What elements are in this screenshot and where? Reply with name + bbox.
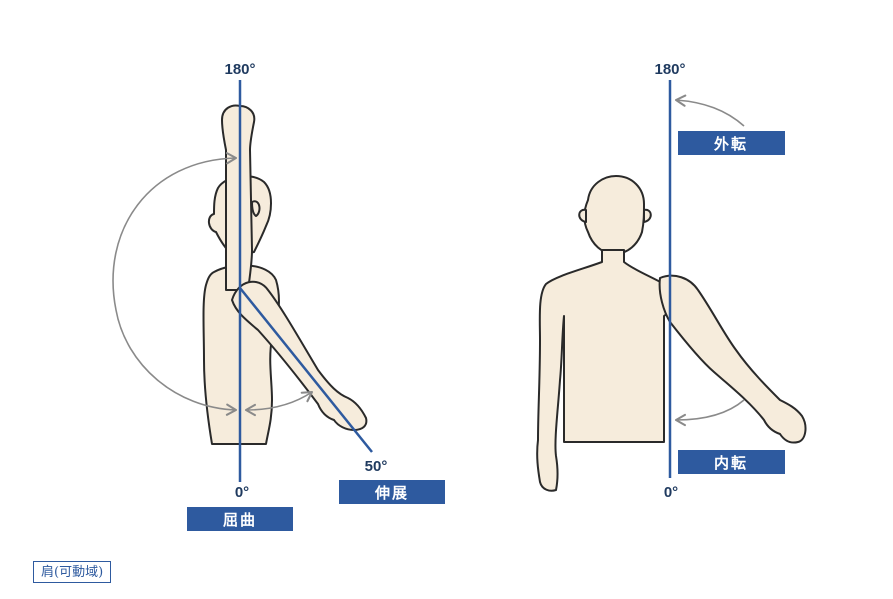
front-abducted-arm: [658, 274, 807, 444]
flexion-label: 屈曲: [223, 511, 257, 529]
caption-box: 肩(可動域): [33, 561, 112, 583]
abduction-label: 外転: [713, 135, 748, 153]
side-ear: [251, 200, 261, 217]
flexion-label-box: [187, 507, 293, 531]
adduction-arc: [674, 399, 745, 427]
front-torso: [536, 249, 670, 492]
front-ear-right: [643, 208, 652, 223]
front-head: [583, 175, 645, 255]
front-angle-bottom: 0°: [664, 484, 678, 501]
abduction-arc: [674, 94, 745, 127]
adduction-label: 内転: [714, 454, 748, 472]
extension-label-box: [339, 480, 445, 504]
side-view-figure: 180° 0° 50° 屈曲 伸展: [112, 61, 445, 531]
front-angle-top: 180°: [654, 61, 685, 78]
extension-arc: [244, 390, 314, 417]
side-raised-arm: [221, 104, 256, 291]
flexion-arc: [112, 152, 238, 416]
side-angle-bottom: 0°: [235, 484, 249, 501]
abduction-label-box: [678, 131, 785, 155]
side-extension-axis: [239, 287, 373, 453]
adduction-label-box: [678, 450, 785, 474]
extension-label: 伸展: [374, 484, 409, 502]
front-view-figure: 180° 0° 外転 内転: [536, 61, 807, 501]
side-angle-extension: 50°: [365, 458, 388, 475]
side-angle-top: 180°: [224, 61, 255, 78]
front-ear-left: [578, 208, 587, 223]
